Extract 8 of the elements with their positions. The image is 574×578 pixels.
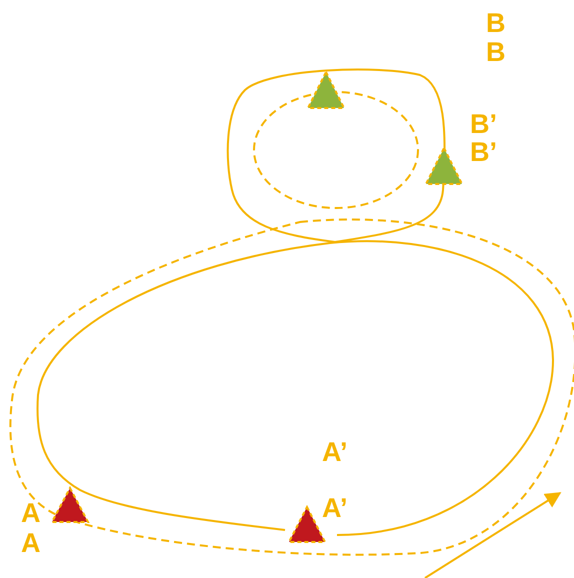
point-label: B’	[470, 138, 497, 166]
point-label: A	[21, 499, 40, 527]
point-label: A	[21, 529, 40, 557]
point-label: A’	[322, 438, 348, 466]
point-label: B’	[470, 110, 497, 138]
point-label: B	[486, 38, 506, 66]
point-label: B	[486, 9, 506, 37]
point-label: A’	[322, 494, 348, 522]
